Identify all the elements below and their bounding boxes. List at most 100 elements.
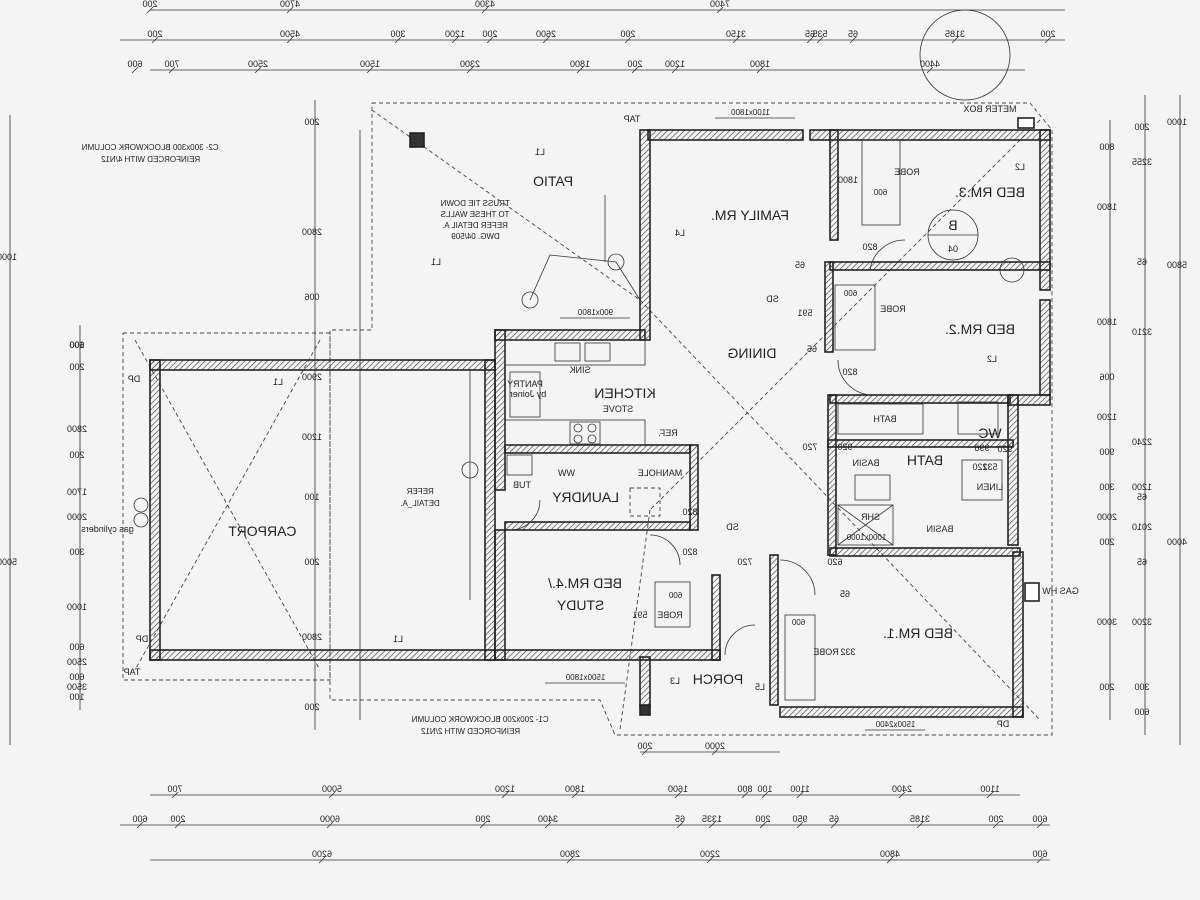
roof-ridge-6 (134, 339, 321, 671)
dim-dims-top-row1-5: 2600 (536, 29, 556, 39)
dim-dims-top-row0-0: 200 (142, 0, 157, 9)
wall-bottom-bed4 (494, 649, 721, 661)
dim-dims-left-inner-1: 600 (69, 340, 84, 350)
dim-dims-top-row0-2: 4300 (475, 0, 495, 9)
wall-porch-left (639, 656, 651, 708)
dim-tick (286, 36, 294, 44)
dim-dims-right-outer-0: 1000 (1167, 117, 1187, 127)
dim-misc-dims-0: 820 (862, 242, 877, 252)
dim-tick (898, 791, 906, 799)
dim-tick (394, 36, 402, 44)
dim-tick (671, 66, 679, 74)
wall-bed4-right (711, 574, 721, 661)
dim-dims-right-row2-6: 300 (1099, 482, 1114, 492)
label-tap-2: TAP (124, 667, 141, 677)
wall-right-bed1 (1012, 551, 1024, 718)
wall-bed1-left (769, 554, 779, 706)
dim-tick (849, 36, 857, 44)
wall-carport-left (149, 359, 161, 661)
dim-tick (674, 791, 682, 799)
dim-dims-right-row2-8: 200 (1099, 537, 1114, 547)
roof-ridge-1 (371, 109, 641, 301)
basin-fixture (854, 474, 891, 501)
dim-dims-top-row1-8: 65 (805, 29, 815, 39)
dim-misc-dims-10: 591 (797, 308, 812, 318)
dim-dims-left-inner-13: 100 (69, 692, 84, 702)
dim-dims-right-row2-10: 200 (1099, 682, 1114, 692)
dim-dims-left-row2-7: 2800 (302, 632, 322, 642)
room-patio: PATIO (533, 173, 573, 189)
label-sink: SINK (569, 365, 590, 375)
label-linen: LINEN (977, 482, 1004, 492)
label-dp-3: DP (997, 719, 1010, 729)
dim-tick (926, 66, 934, 74)
dim-dims-left-outer-0: 1000 (0, 252, 17, 262)
dim-dims-top-row1-3: 1200 (445, 29, 465, 39)
label-pantry: PANTRY (507, 379, 543, 389)
dim-tick (676, 821, 684, 829)
dim-dims-left-outer-1: 5000 (0, 557, 17, 567)
kitchen-bench-top (504, 339, 646, 366)
room-bed4: BED RM.4./ (548, 575, 622, 591)
dim-dims-left-inner-5: 1700 (67, 487, 87, 497)
label-shr: SHR (860, 512, 880, 522)
robe-bed1 (784, 614, 816, 701)
wall-bed2-left (824, 261, 834, 353)
dim-dims-left-inner-10: 2500 (67, 657, 87, 667)
wall-carport-bottom (149, 649, 496, 661)
dim-dims-top-row2-2: 2500 (248, 59, 268, 69)
dim-tick (1044, 36, 1052, 44)
dim-dims-bottom-row1-1: 5000 (322, 784, 342, 794)
dim-dims-bottom-row3-3: 4800 (880, 849, 900, 859)
window-bed1: 1500x2400 (875, 720, 915, 729)
dim-dims-right-row1-8: 65 (1137, 557, 1147, 567)
dim-dims-right-row1-3: 3210 (1132, 327, 1152, 337)
dim-misc-dims-18: 532 (982, 462, 997, 472)
dim-tick (151, 36, 159, 44)
dim-tick (830, 821, 838, 829)
door-swing-laundry (509, 499, 541, 531)
door-swing-porch (724, 624, 756, 656)
room-carport: CARPORT (228, 523, 297, 539)
label-robe-bed1: ROBE (813, 647, 839, 657)
dim-dims-left-inner-7: 300 (69, 547, 84, 557)
window-patio: 900x1800 (577, 308, 613, 317)
dim-tick (761, 791, 769, 799)
dim-tick (174, 821, 182, 829)
dim-tick (796, 821, 804, 829)
dim-tick (318, 856, 326, 864)
dim-dims-bottom-row1-4: 1600 (668, 784, 688, 794)
dim-dims-right-row2-9: 3000 (1097, 617, 1117, 627)
label-robe-bed2: ROBE (880, 304, 906, 314)
dim-dims-right-row2-4: 1200 (1097, 412, 1117, 422)
wall-patio-side (639, 129, 651, 341)
label-dp-1: DP (128, 374, 141, 384)
stove-fixture (569, 421, 601, 445)
level-l1-carport: L1 (273, 377, 283, 387)
dim-dims-left-row2-1: 2800 (302, 227, 322, 237)
dim-dims-right-row2-7: 2000 (1097, 512, 1117, 522)
dim-dims-bottom-row3-1: 2800 (560, 849, 580, 859)
wall-laundry-bottom (504, 521, 691, 531)
dim-dims-top-row1-7: 3150 (726, 29, 746, 39)
section-letter: B (948, 217, 957, 233)
dim-misc-dims-4: 720 (802, 442, 817, 452)
dim-dims-top-row2-0: 600 (127, 59, 142, 69)
dim-dims-top-row2-3: 1500 (360, 59, 380, 69)
gas-hw-unit (1024, 582, 1040, 602)
dim-tick (992, 821, 1000, 829)
room-bed1: BED RM.1. (883, 625, 953, 641)
level-l1-carport-2: L1 (393, 634, 403, 644)
dim-dims-left-row2-3: 2900 (302, 372, 322, 382)
dim-dims-top-row1-4: 200 (482, 29, 497, 39)
dim-dims-bottom-row2-4: 3400 (538, 814, 558, 824)
dim-dims-right-row2-0: 800 (1099, 142, 1114, 152)
dim-dims-bottom-row2-9: 65 (829, 814, 839, 824)
room-porch: PORCH (693, 671, 744, 687)
dim-dims-top-row0-3: 7400 (710, 0, 730, 9)
dim-misc-dims-2: 820 (682, 547, 697, 557)
dim-dims-bottom-row3-2: 2200 (700, 849, 720, 859)
note-truss-2: TO THESE WALLS (441, 210, 510, 219)
label-bath-fixture: BATH (873, 414, 896, 424)
